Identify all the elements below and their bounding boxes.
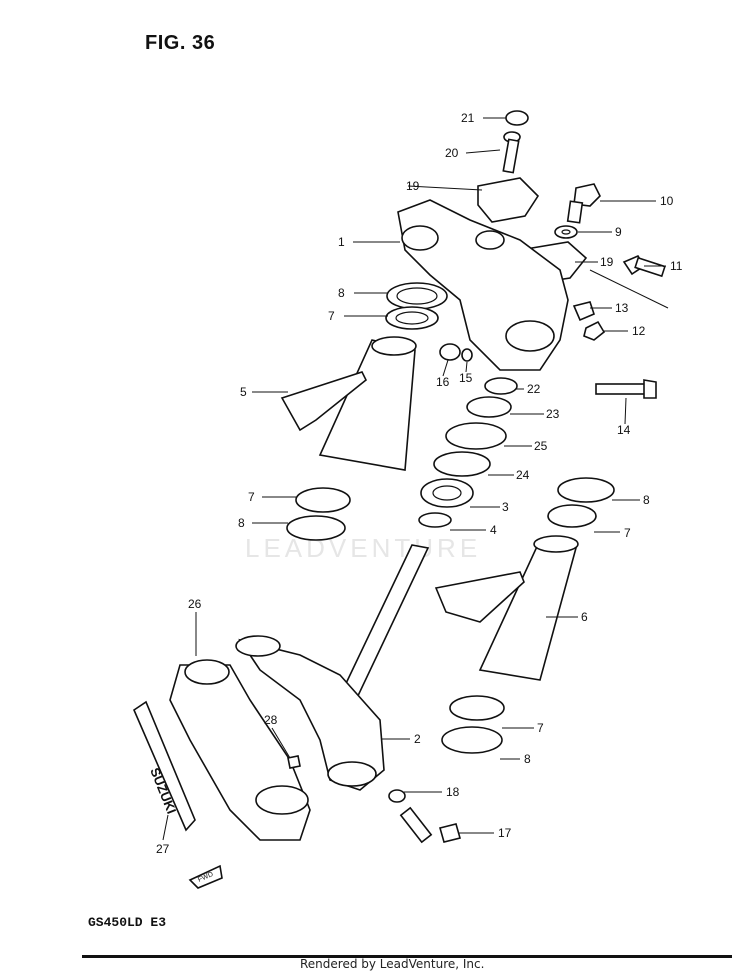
part-cap-21	[505, 110, 529, 126]
part-seal-8-right-lower	[441, 726, 503, 754]
callout-28: 28	[264, 713, 278, 727]
callout-3: 3	[502, 500, 509, 514]
callout-18: 18	[446, 785, 460, 799]
part-steering-stem-2	[235, 544, 430, 791]
model-code: GS450LD E3	[88, 915, 167, 930]
figure-title: FIG. 36	[145, 32, 216, 54]
part-cap-nut-16	[439, 343, 461, 361]
callout-16: 16	[436, 375, 450, 389]
part-washer-25	[445, 422, 507, 450]
callout-2: 2	[414, 732, 421, 746]
callout-23: 23	[546, 407, 560, 421]
part-bolt-20	[502, 131, 521, 174]
callout-7-right-upper: 7	[624, 526, 631, 540]
part-nut-23	[466, 396, 512, 418]
callout-1: 1	[338, 235, 345, 249]
part-bearing-4	[418, 512, 452, 528]
callout-27: 27	[156, 842, 170, 856]
footer-divider	[82, 955, 732, 958]
callout-7-left: 7	[248, 490, 255, 504]
callout-19-lower: 19	[600, 255, 614, 269]
callout-8-right-upper: 8	[643, 493, 650, 507]
part-bearing-3	[420, 478, 474, 508]
callout-20: 20	[445, 146, 459, 160]
callout-19-upper: 19	[406, 179, 420, 193]
footer-credit: Rendered by LeadVenture, Inc.	[300, 957, 485, 971]
part-nut-12	[583, 320, 606, 341]
fwd-arrow-icon: FWD	[188, 864, 223, 889]
part-seal-8-upper-left	[386, 282, 448, 310]
callout-21: 21	[461, 111, 475, 125]
callout-6: 6	[581, 610, 588, 624]
callout-5: 5	[240, 385, 247, 399]
part-washer-18	[388, 789, 406, 803]
callout-labels: 21 20 19 10 1 9 19 11 8 13 7 12 16 15 22…	[156, 111, 683, 856]
callout-26: 26	[188, 597, 202, 611]
callout-25: 25	[534, 439, 548, 453]
part-nut-22	[484, 377, 518, 395]
part-bearing-7-left	[295, 487, 351, 513]
callout-11: 11	[670, 259, 683, 273]
callout-15: 15	[459, 371, 473, 385]
part-bearing-7-upper-left	[385, 306, 439, 330]
callout-24: 24	[516, 468, 530, 482]
part-nameplate-27: SUZUKI	[133, 700, 196, 832]
callout-22: 22	[527, 382, 541, 396]
callout-9: 9	[615, 225, 622, 239]
part-washer-9	[554, 225, 578, 239]
part-screw-28	[287, 755, 301, 769]
callout-8-left: 8	[238, 516, 245, 530]
callout-8-right-lower: 8	[524, 752, 531, 766]
callout-8-upper-left: 8	[338, 286, 345, 300]
part-upper-bracket-1	[397, 199, 569, 371]
part-bolt-17	[399, 806, 461, 844]
watermark: LEADVENTURE	[245, 533, 482, 563]
callout-13: 13	[615, 301, 629, 315]
part-bolt-10	[566, 183, 601, 224]
part-nut-13	[572, 301, 595, 322]
callout-17: 17	[498, 826, 512, 840]
part-seal-24	[433, 451, 491, 477]
callout-4: 4	[490, 523, 497, 537]
part-bearing-7-right-upper	[547, 504, 597, 528]
part-headlight-bracket-6	[434, 535, 579, 681]
part-seal-8-left	[286, 515, 346, 541]
part-bearing-7-right-lower	[449, 695, 505, 721]
part-washer-15	[461, 348, 473, 362]
callout-7-right-lower: 7	[537, 721, 544, 735]
callout-14: 14	[617, 423, 631, 437]
callout-7-upper-left: 7	[328, 309, 335, 323]
leader-lines	[162, 117, 669, 841]
part-bolt-14	[595, 379, 657, 399]
callout-12: 12	[632, 324, 646, 338]
part-seal-8-right-upper	[557, 477, 615, 503]
part-headlight-bracket-5	[280, 336, 417, 471]
part-lower-bracket-26	[169, 659, 311, 841]
callout-10: 10	[660, 194, 674, 208]
